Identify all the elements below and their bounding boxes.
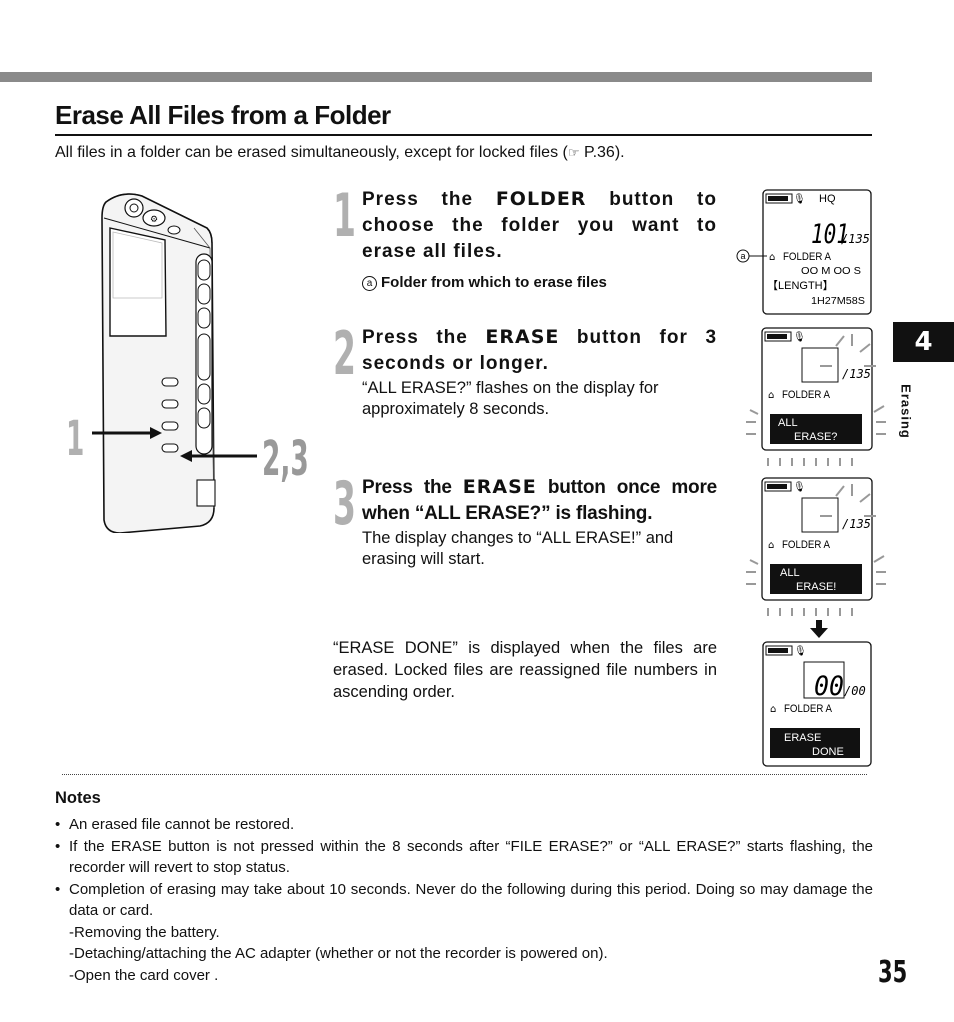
page-title: Erase All Files from a Folder [55, 100, 391, 130]
mic-icon: 🎙 [793, 481, 806, 493]
svg-text:【LENGTH】: 【LENGTH】 [767, 279, 834, 292]
note-subitem: -Open the card cover . [69, 966, 219, 984]
svg-text:00: 00 [814, 671, 844, 702]
svg-text:/00: /00 [844, 684, 866, 698]
display-step-2: 🎙 /135 ⌂ FOLDER A ALL ERASE? [746, 327, 886, 466]
folder-icon: ⌂ [769, 252, 775, 263]
note-item: If the ERASE button is not pressed withi… [55, 836, 873, 879]
folder-icon: ⌂ [768, 390, 774, 401]
notes-list: An erased file cannot be restored. If th… [55, 814, 873, 986]
step-2-body: “ALL ERASE?” flashes on the display for … [362, 379, 659, 418]
svg-text:ERASE: ERASE [784, 732, 821, 744]
svg-text:ALL: ALL [778, 417, 798, 429]
erase-done-text: “ERASE DONE” is displayed when the files… [333, 639, 717, 701]
svg-text:DONE: DONE [812, 746, 844, 758]
callout-1: 1 [66, 411, 85, 467]
recorder-illustration: ⚙ [92, 193, 257, 533]
page-reference: P.36 [583, 144, 615, 161]
svg-text:/135: /135 [842, 517, 871, 531]
note-item: An erased file cannot be restored. [55, 814, 873, 836]
notes-heading: Notes [55, 789, 101, 807]
note-subitem: -Detaching/attaching the AC adapter (whe… [69, 945, 608, 962]
svg-text:ERASE!: ERASE! [796, 581, 836, 593]
step-3-body: The display changes to “ALL ERASE!” and … [362, 529, 674, 568]
erase-keyword: ERASE [462, 476, 537, 498]
folder-icon: ⌂ [770, 704, 776, 715]
mic-icon: 🎙 [794, 645, 807, 657]
svg-text:OO M OO S: OO M OO S [801, 266, 861, 277]
header-bar [0, 72, 872, 82]
down-arrow-icon [810, 620, 828, 638]
step-3-number: 3 [333, 469, 356, 539]
step-2-heading: Press the ERASE button for 3 seconds or … [362, 326, 718, 374]
svg-text:⚙: ⚙ [150, 215, 158, 225]
svg-text:1H27M58S: 1H27M58S [811, 296, 865, 307]
svg-text:a: a [740, 251, 745, 261]
step-3-heading: Press the ERASE button once more when “A… [362, 476, 718, 524]
title-rule [55, 134, 872, 136]
svg-text:/135: /135 [842, 367, 871, 381]
display-step-1: 🎙 HQ 101 /135 ⌂ FOLDER A OO M OO S 【LENG… [736, 189, 872, 315]
callout-2-3: 2,3 [262, 431, 309, 487]
svg-text:FOLDER A: FOLDER A [784, 703, 833, 715]
marker-a: a [362, 276, 377, 291]
page-number: 35 [878, 955, 908, 990]
svg-text:FOLDER A: FOLDER A [782, 389, 831, 401]
folder-icon: ⌂ [768, 540, 774, 551]
folder-keyword: FOLDER [495, 188, 587, 210]
step-1-heading: Press the FOLDER button to choose the fo… [362, 188, 717, 262]
svg-text:/135: /135 [841, 232, 870, 246]
chapter-label: Erasing [898, 384, 914, 439]
pointing-hand-icon: ☞ [567, 145, 580, 160]
intro-text: All files in a folder can be erased simu… [55, 144, 625, 161]
note-item: Completion of erasing may take about 10 … [55, 879, 873, 922]
erase-keyword: ERASE [485, 326, 560, 348]
svg-text:FOLDER A: FOLDER A [782, 539, 831, 551]
note-subitem: -Removing the battery. [69, 923, 220, 941]
svg-text:101: 101 [811, 219, 849, 250]
mic-icon: 🎙 [793, 331, 806, 343]
svg-text:ALL: ALL [780, 567, 800, 579]
svg-text:HQ: HQ [819, 193, 836, 205]
step-1-number: 1 [333, 181, 356, 251]
step-2-number: 2 [333, 319, 356, 389]
mic-icon: 🎙 [793, 193, 806, 205]
svg-text:FOLDER A: FOLDER A [783, 251, 832, 263]
display-step-3: 🎙 /135 ⌂ FOLDER A ALL ERASE! [746, 477, 886, 616]
section-divider [62, 774, 867, 775]
chapter-tab: 4 [893, 322, 954, 362]
svg-text:ERASE?: ERASE? [794, 431, 837, 443]
display-erase-done: 🎙 00 /00 ⌂ FOLDER A ERASE DONE [762, 641, 872, 767]
